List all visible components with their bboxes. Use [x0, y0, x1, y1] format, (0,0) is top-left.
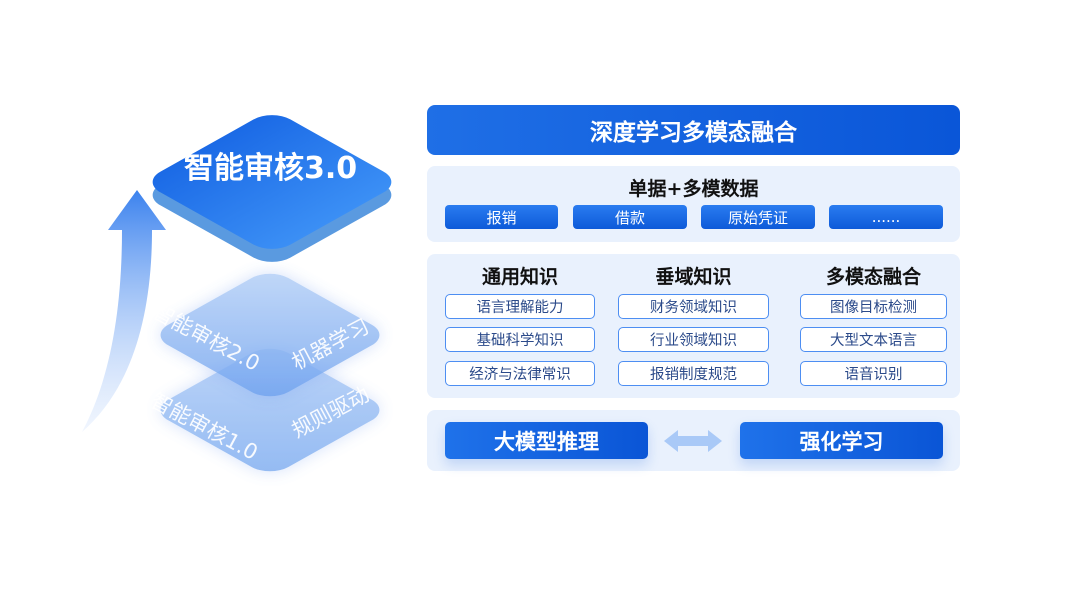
knowledge-item: 经济与法律常识: [445, 361, 595, 386]
bidirectional-arrow-icon: [664, 430, 722, 452]
data-section-title: 单据+多模数据: [628, 178, 759, 200]
reinforcement-learning-block: 强化学习: [740, 422, 943, 459]
data-section: [427, 166, 960, 242]
knowledge-item: 大型文本语言: [800, 327, 947, 352]
knowledge-item: 行业领域知识: [618, 327, 769, 352]
knowledge-item: 基础科学知识: [445, 327, 595, 352]
knowledge-item: 语音识别: [800, 361, 947, 386]
column-title-general: 通用知识: [481, 266, 558, 288]
llm-reasoning-block: 大模型推理: [445, 422, 648, 459]
data-item-more: ......: [829, 205, 943, 229]
knowledge-item: 图像目标检测: [800, 294, 947, 319]
growth-arrow-icon: [82, 190, 166, 432]
data-item-loan: 借款: [573, 205, 687, 229]
knowledge-item: 语言理解能力: [445, 294, 595, 319]
knowledge-item: 报销制度规范: [618, 361, 769, 386]
knowledge-item: 财务领域知识: [618, 294, 769, 319]
data-item-reimbursement: 报销: [445, 205, 558, 229]
header-bar: 深度学习多模态融合: [427, 105, 960, 155]
column-title-domain: 垂域知识: [655, 266, 732, 288]
level-3-title: 智能审核3.0: [184, 151, 358, 186]
column-title-multimodal: 多模态融合: [825, 266, 921, 288]
data-item-voucher: 原始凭证: [701, 205, 815, 229]
